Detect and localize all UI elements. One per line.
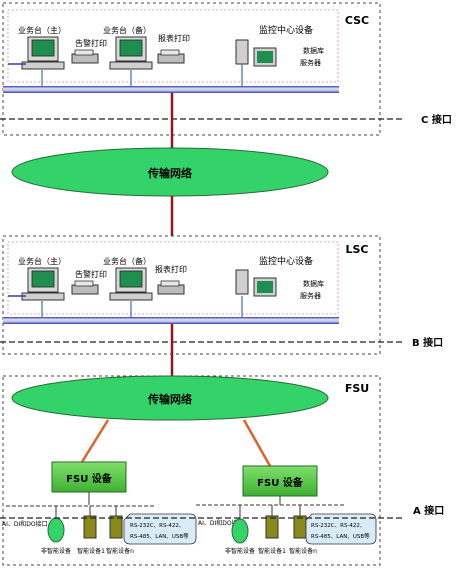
aio-interface-right-label: AI、DI和DO接口 — [198, 519, 244, 527]
smart-device-1-left-icon — [83, 515, 97, 539]
csc-report-printer-icon — [157, 49, 185, 64]
lsc-report-printer-label: 报表打印 — [155, 264, 187, 274]
callout-left-line2: RS-485、LAN、USB等 — [130, 532, 189, 540]
callout-left-line1: RS-232C、RS-422、 — [130, 523, 184, 529]
lsc-boundary — [2, 235, 381, 355]
transport-network-bottom — [11, 375, 329, 421]
csc-title: CSC — [345, 14, 369, 27]
non-smart-device-right-icon — [231, 518, 249, 544]
lsc-monitor-center-label: 监控中心设备 — [259, 255, 313, 267]
lsc-db-server-label-2: 服务器 — [300, 291, 321, 300]
a-interface-label: A 接口 — [413, 504, 444, 517]
smart-device-1-right-label: 智能设备1 — [258, 547, 286, 555]
csc-monitor-center-label: 监控中心设备 — [259, 24, 313, 36]
fsu-device-left — [51, 461, 127, 493]
csc-region: CSC 业务台（主） 业务台（备） 告警打印 报表打印 监控中心设备 数据库 服… — [2, 2, 381, 136]
csc-computer-main-icon — [21, 36, 65, 70]
csc-db-server-label-2: 服务器 — [300, 58, 321, 67]
csc-alarm-printer-label: 告警打印 — [75, 38, 107, 48]
lsc-computer-backup-icon — [109, 267, 153, 301]
lsc-region: LSC 业务台（主） 业务台（备） 告警打印 报表打印 监控中心设备 数据库 服… — [2, 235, 381, 355]
smart-device-1-right-icon — [265, 515, 279, 539]
lsc-report-printer-icon — [157, 280, 185, 295]
transport-network-top — [11, 147, 329, 197]
transport-network-bottom-label: 传输网络 — [147, 392, 192, 406]
non-smart-device-left-label: 非智能设备 — [41, 547, 71, 555]
lsc-lan-bus — [3, 317, 339, 324]
csc-report-printer-label: 报表打印 — [158, 33, 190, 43]
csc-alarm-printer-icon — [71, 49, 99, 64]
non-smart-device-right-label: 非智能设备 — [225, 547, 255, 555]
lsc-server-icon — [235, 269, 277, 297]
csc-server-icon — [235, 39, 277, 67]
lsc-workstation-main-label: 业务台（主） — [18, 256, 66, 266]
csc-workstation-main-label: 业务台（主） — [18, 25, 66, 35]
lsc-computer-main-icon — [21, 267, 65, 301]
csc-workstation-backup-label: 业务台（备） — [103, 25, 151, 35]
csc-boundary — [2, 2, 381, 136]
interface-callout-left — [123, 513, 197, 545]
transport-network-top-label: 传输网络 — [147, 166, 192, 180]
fsu-title: FSU — [345, 382, 369, 395]
fsu-device-right-label: FSU 设备 — [257, 476, 304, 489]
smart-device-n-left-label: 智能设备n — [106, 547, 134, 555]
csc-lan-bus — [3, 86, 339, 93]
csc-db-server-label-1: 数据库 — [303, 46, 324, 55]
callout-right-line2: RS-485、LAN、USB等 — [311, 532, 370, 540]
fsu-region: FSU 传输网络 FSU 设备 FSU 设备 AI、DI和DO接口 非智能设备 … — [2, 375, 381, 566]
smart-device-n-left-icon — [109, 515, 123, 539]
csc-computer-backup-icon — [109, 36, 153, 70]
interface-callout-right — [305, 513, 377, 545]
lsc-alarm-printer-label: 告警打印 — [75, 269, 107, 279]
fsu-device-right — [242, 465, 318, 497]
lsc-workstation-backup-label: 业务台（备） — [103, 256, 151, 266]
fsu-device-left-label: FSU 设备 — [66, 472, 113, 485]
fsu-link-right — [242, 419, 272, 467]
smart-device-n-right-label: 智能设备n — [289, 547, 317, 555]
csc-lan-zone — [7, 9, 339, 83]
lsc-title: LSC — [345, 243, 368, 256]
b-interface-label: B 接口 — [412, 336, 443, 349]
aio-interface-left-label: AI、DI和DO接口 — [2, 520, 48, 528]
non-smart-device-left-icon — [47, 517, 65, 543]
smart-device-1-left-label: 智能设备1 — [77, 547, 105, 555]
fsu-link-left — [80, 419, 110, 463]
lsc-alarm-printer-icon — [71, 280, 99, 295]
lsc-lan-zone — [7, 241, 339, 315]
smart-device-n-right-icon — [293, 515, 307, 539]
lsc-db-server-label-1: 数据库 — [303, 279, 324, 288]
c-interface-label: C 接口 — [421, 113, 452, 126]
callout-right-line1: RS-232C、RS-422、 — [311, 523, 365, 529]
